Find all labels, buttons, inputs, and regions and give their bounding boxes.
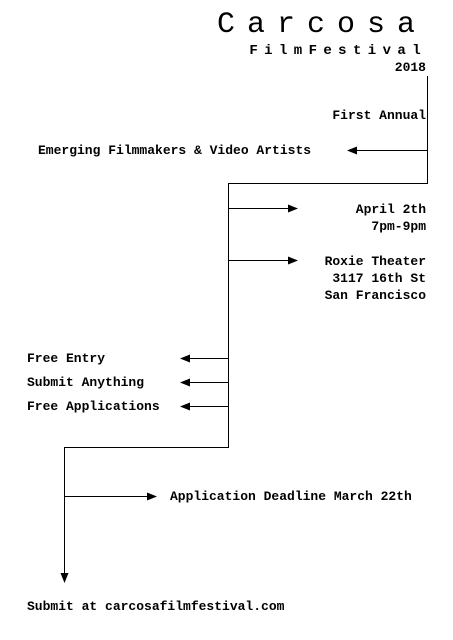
venue-city: San Francisco	[324, 288, 426, 303]
perk-submit-anything: Submit Anything	[27, 375, 145, 390]
edition-label: First Annual	[332, 108, 426, 123]
festival-year: 2018	[394, 60, 426, 75]
perk-free-applications: Free Applications	[27, 399, 160, 414]
festival-title: Carcosa	[216, 8, 427, 42]
event-date: April 2th	[355, 202, 426, 217]
event-time: 7pm-9pm	[371, 219, 426, 234]
venue-address: 3117 16th St	[332, 271, 426, 286]
deadline-label: Application Deadline March 22th	[170, 489, 412, 504]
venue-name: Roxie Theater	[324, 254, 426, 269]
perk-free-entry: Free Entry	[27, 351, 106, 366]
audience-label: Emerging Filmmakers & Video Artists	[38, 143, 312, 158]
submit-link-text: Submit at carcosafilmfestival.com	[27, 599, 285, 614]
festival-subtitle: FilmFestival	[249, 43, 427, 59]
connector-line	[60, 76, 428, 583]
